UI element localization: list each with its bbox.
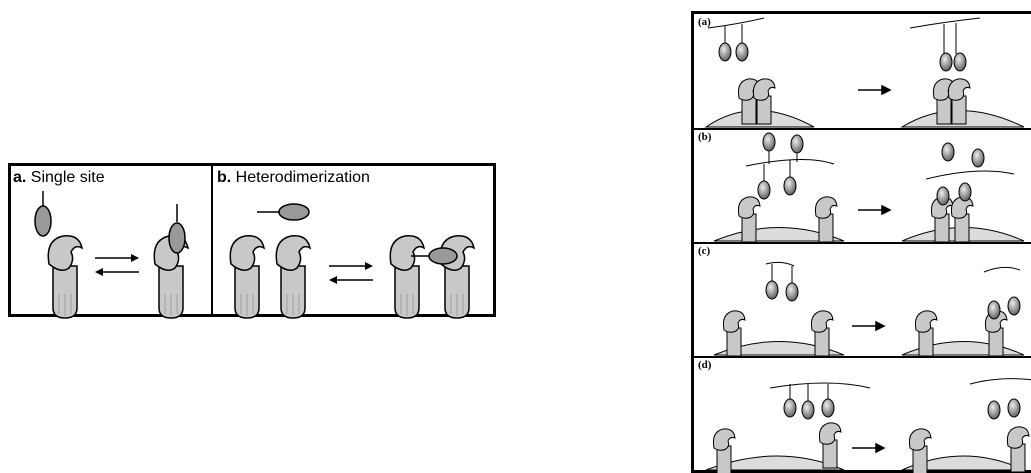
multivalent-binding-figure: (a) (b) (c) (d) bbox=[691, 11, 1031, 473]
panel-divider bbox=[211, 166, 213, 314]
panel-a-tag: (a) bbox=[698, 16, 711, 28]
receptor-1 bbox=[229, 235, 265, 319]
equilibrium-arrows-b bbox=[329, 262, 373, 284]
panel-d-tag: (d) bbox=[698, 359, 712, 371]
single-site-free-ligand bbox=[34, 191, 52, 237]
panel-c-tag: (c) bbox=[698, 245, 711, 257]
receptor-2 bbox=[275, 235, 311, 319]
equilibrium-arrows bbox=[95, 254, 139, 276]
bridging-ligand bbox=[411, 247, 458, 265]
binding-modes-figure: a. Single site b. Heterodimerization bbox=[8, 163, 496, 319]
panel-b-tag: (b) bbox=[698, 131, 712, 143]
bivalent-ligand bbox=[257, 203, 310, 221]
dimer-receptor-1 bbox=[389, 235, 425, 319]
bound-ligand bbox=[168, 204, 186, 254]
multivalent-binding-drawing bbox=[694, 17, 1031, 473]
panel-a-label: a. Single site bbox=[13, 169, 105, 186]
binding-modes-drawing bbox=[34, 191, 475, 319]
receptor-unbound bbox=[47, 235, 83, 319]
panel-b-label: b. Heterodimerization bbox=[217, 169, 370, 186]
